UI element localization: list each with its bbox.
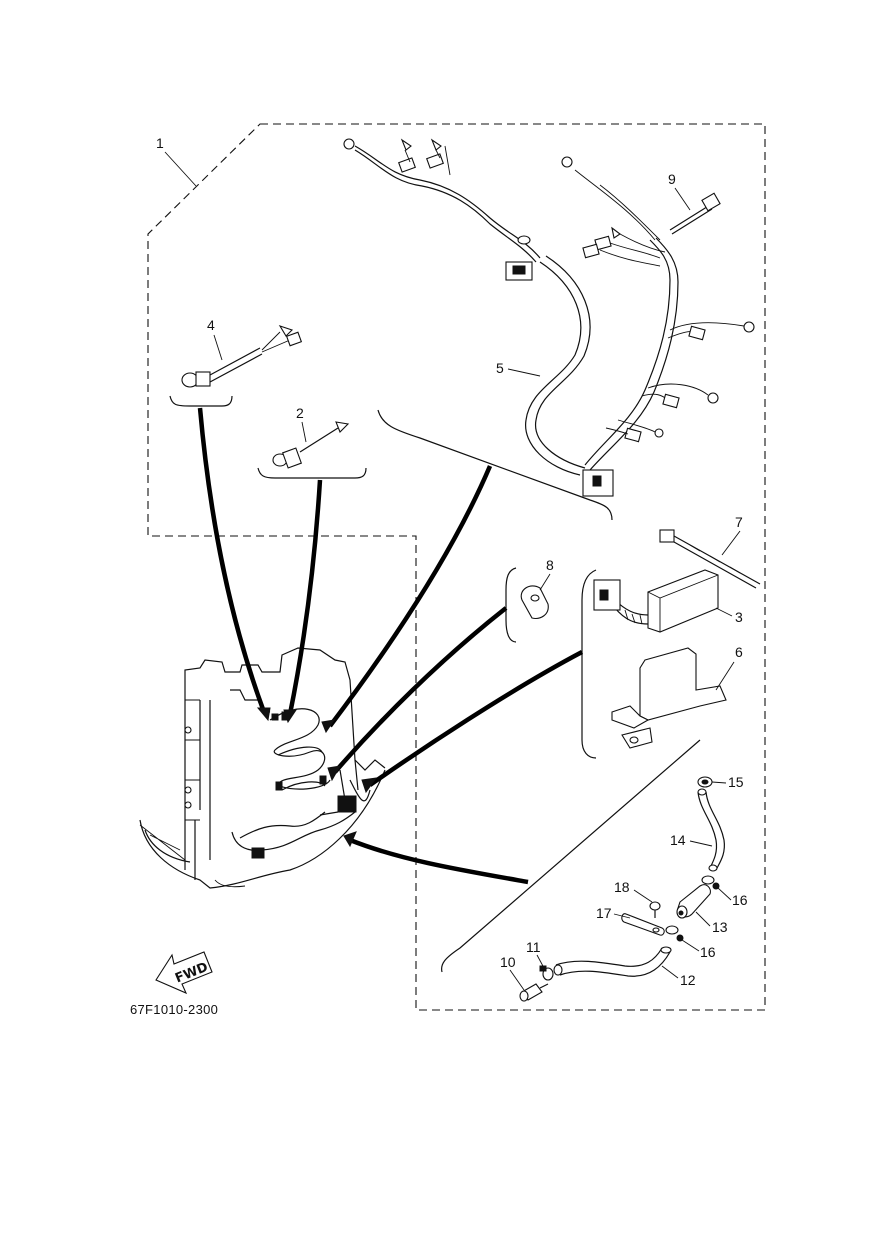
svg-text:16: 16	[700, 944, 716, 960]
part-10-joint	[519, 983, 549, 1002]
wire-harness	[343, 138, 755, 497]
bracket-fuel	[440, 739, 701, 973]
part-6-bracket	[611, 647, 727, 749]
part-16-ring-lower	[665, 925, 684, 942]
callout-16-upper: 16	[717, 887, 748, 908]
callout-9: 9	[668, 171, 691, 211]
engine-wiring	[231, 708, 357, 859]
callout-13: 13	[695, 911, 728, 935]
group-1-outline	[147, 123, 766, 1011]
part-18-screw	[649, 901, 661, 918]
bracket-5	[377, 409, 613, 521]
callout-1: 1	[156, 135, 197, 187]
part-17-holder	[621, 913, 665, 936]
svg-text:2: 2	[296, 405, 304, 421]
svg-text:10: 10	[500, 954, 516, 970]
part-7-cable-tie	[659, 529, 761, 589]
svg-text:3: 3	[735, 609, 743, 625]
part-2-sensor	[272, 421, 350, 469]
callout-3: 3	[715, 607, 743, 625]
svg-text:1: 1	[156, 135, 164, 151]
callout-5: 5	[496, 360, 541, 377]
callout-12: 12	[661, 965, 696, 988]
svg-text:17: 17	[596, 905, 612, 921]
svg-text:14: 14	[670, 832, 686, 848]
svg-text:5: 5	[496, 360, 504, 376]
svg-text:8: 8	[546, 557, 554, 573]
part-4-sensor	[181, 325, 303, 388]
bracket-2	[257, 467, 367, 479]
callout-16-lower: 16	[681, 939, 716, 960]
part-3-cdi-unit	[593, 569, 719, 633]
svg-text:4: 4	[207, 317, 215, 333]
callout-15: 15	[711, 774, 744, 790]
part-14-hose	[697, 788, 725, 872]
callout-6: 6	[715, 644, 743, 691]
svg-text:13: 13	[712, 919, 728, 935]
engine-block	[139, 647, 386, 889]
bracket-3-6	[581, 569, 597, 759]
leader-lines	[197, 407, 584, 885]
svg-text:18: 18	[614, 879, 630, 895]
svg-text:7: 7	[735, 514, 743, 530]
bracket-4	[169, 395, 233, 407]
part-13-fuel-filter	[676, 884, 711, 919]
part-12-hose	[553, 946, 672, 977]
diagram-code: 67F1010-2300	[130, 1002, 219, 1017]
part-15-clip	[697, 776, 713, 788]
callout-8: 8	[539, 557, 554, 591]
svg-text:16: 16	[732, 892, 748, 908]
svg-text:11: 11	[526, 939, 541, 955]
part-11-clip	[539, 965, 554, 981]
callout-14: 14	[670, 832, 713, 848]
svg-text:9: 9	[668, 171, 676, 187]
svg-text:15: 15	[728, 774, 744, 790]
part-8-clamp	[520, 585, 549, 619]
fwd-arrow-icon: FWD	[155, 951, 213, 995]
svg-text:12: 12	[680, 972, 696, 988]
callout-4: 4	[207, 317, 223, 361]
cable-tie-small	[669, 192, 721, 235]
bracket-8	[505, 567, 517, 643]
callout-10: 10	[500, 954, 525, 991]
svg-text:6: 6	[735, 644, 743, 660]
callout-2: 2	[296, 405, 307, 443]
callout-18: 18	[614, 879, 653, 903]
callout-7: 7	[721, 514, 743, 556]
callout-11: 11	[526, 939, 545, 969]
callout-17: 17	[596, 905, 631, 921]
part-16-ring-upper	[701, 875, 720, 890]
